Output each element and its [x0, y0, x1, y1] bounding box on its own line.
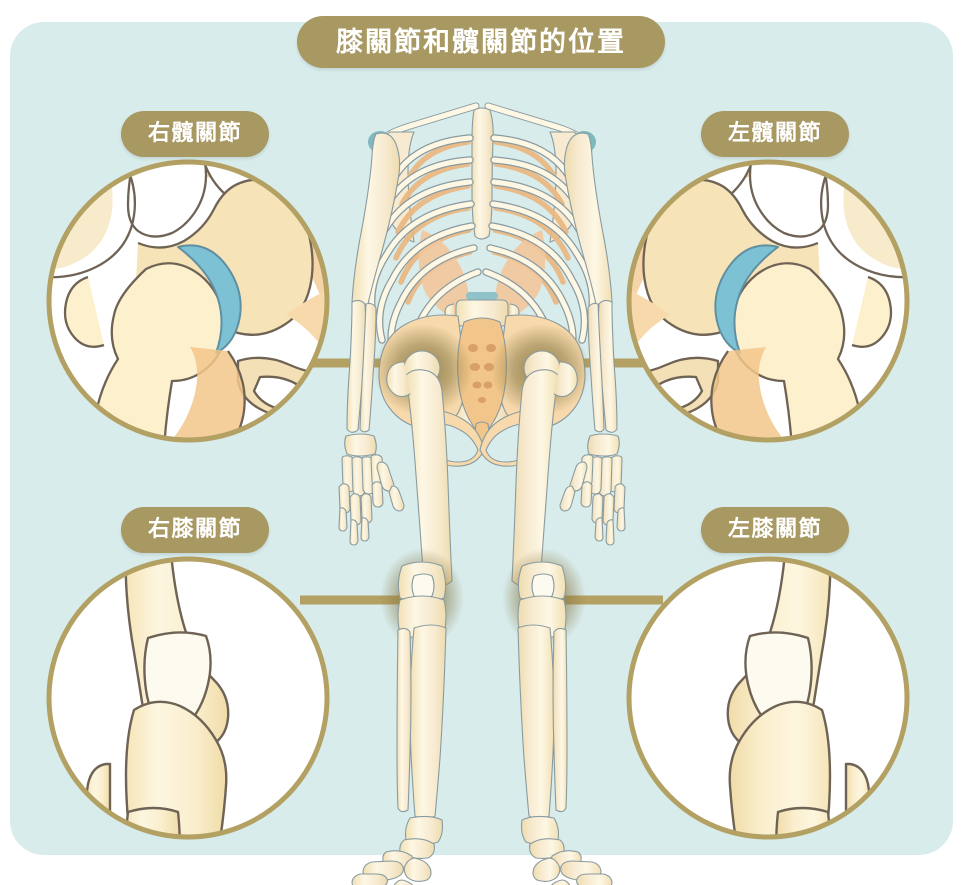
label-right-knee-text: 右膝關節: [147, 517, 242, 542]
label-right-hip[interactable]: 右髖關節: [121, 111, 269, 157]
hand-right: [338, 433, 405, 546]
label-right-hip-text: 右髖關節: [147, 121, 242, 146]
label-left-knee-text: 左膝關節: [727, 517, 822, 542]
lower-leg-group: [396, 624, 568, 820]
foot-left: [520, 815, 613, 885]
femur-group: [386, 350, 578, 588]
page-title-text: 膝關節和髖關節的位置: [336, 26, 626, 58]
arm-right: [338, 131, 405, 546]
knee-group: [397, 561, 567, 639]
callout-circle-left-knee[interactable]: [622, 552, 914, 844]
foot-right: [351, 815, 444, 885]
label-left-hip-text: 左髖關節: [727, 121, 822, 146]
callout-circle-right-knee[interactable]: [42, 552, 334, 844]
sacral-foramina: [468, 344, 496, 403]
skeleton-figure: [318, 80, 646, 885]
arm-left: [559, 131, 626, 546]
callout-circle-left-hip[interactable]: [622, 155, 914, 447]
page-title: 膝關節和髖關節的位置: [297, 16, 665, 68]
label-right-knee[interactable]: 右膝關節: [121, 507, 269, 553]
label-left-knee[interactable]: 左膝關節: [701, 507, 849, 553]
callout-circle-right-hip[interactable]: [42, 155, 334, 447]
sternum: [471, 107, 494, 240]
hand-left: [559, 433, 626, 546]
label-left-hip[interactable]: 左髖關節: [701, 111, 849, 157]
